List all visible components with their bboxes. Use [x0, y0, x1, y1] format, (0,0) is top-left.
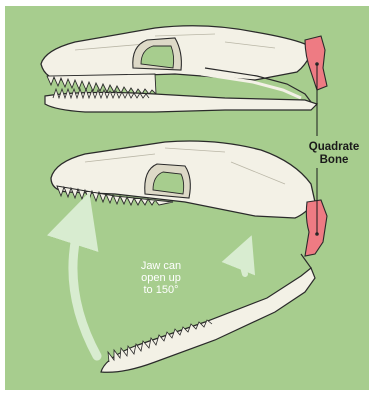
quadrate-bone-label: Quadrate Bone: [299, 141, 369, 167]
jaw-open-arrow: [73, 218, 97, 356]
jaw-note-line-2: open up: [126, 272, 196, 284]
closed-skull-upper-teeth: [47, 74, 156, 94]
jaw-note-line-1: Jaw can: [126, 260, 196, 272]
closed-skull: [41, 26, 327, 112]
snake-skull-illustration: [5, 6, 369, 390]
open-quadrate-bone: [305, 200, 327, 256]
jaw-opening-note: Jaw can open up to 150°: [126, 260, 196, 296]
quadrate-label-line-1: Quadrate: [299, 141, 369, 154]
jaw-note-line-3: to 150°: [126, 284, 196, 296]
quadrate-label-line-2: Bone: [299, 154, 369, 167]
small-jaw-arrow: [243, 252, 245, 274]
diagram-panel: Quadrate Bone Jaw can open up to 150°: [5, 6, 369, 390]
